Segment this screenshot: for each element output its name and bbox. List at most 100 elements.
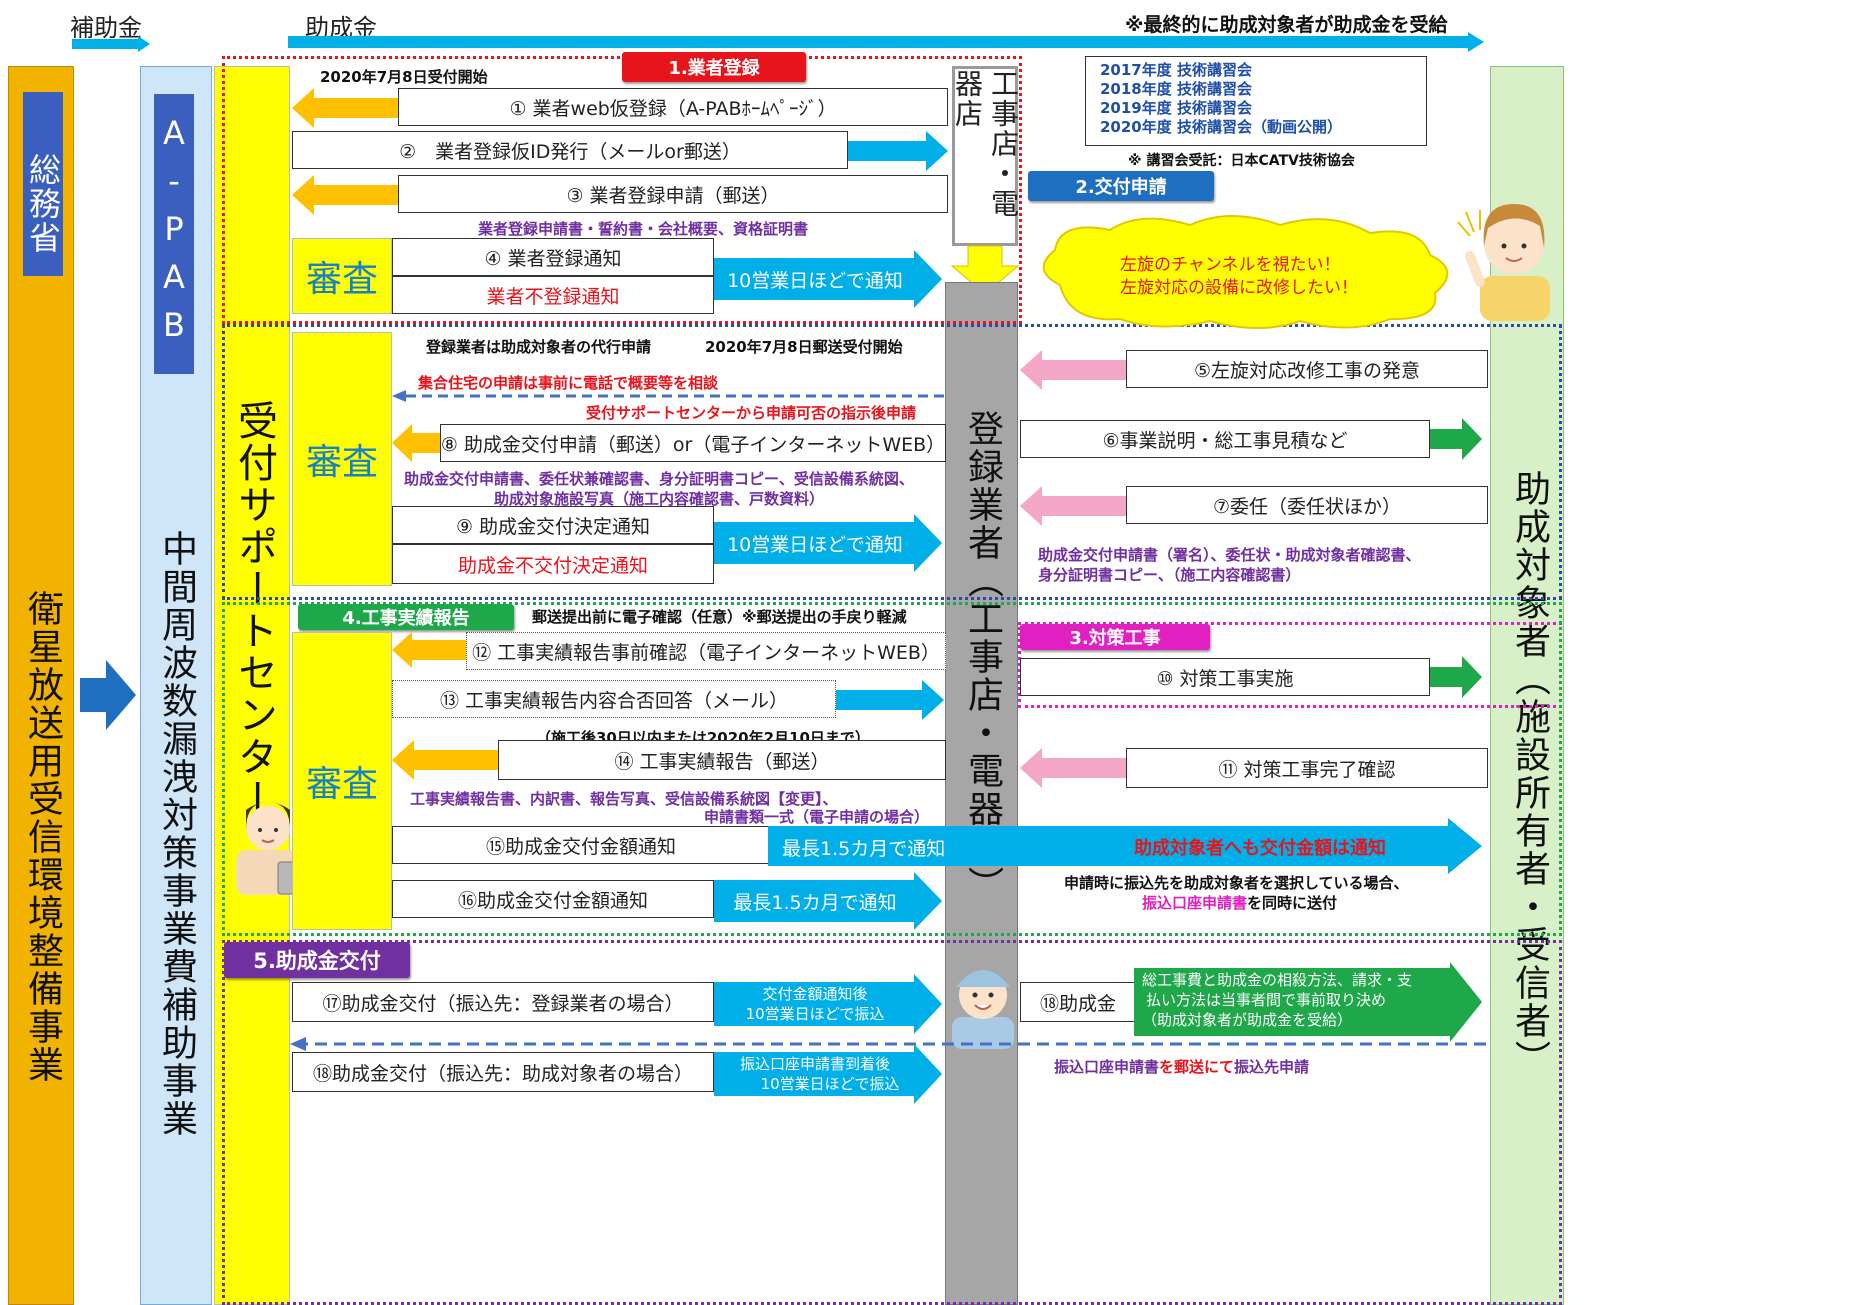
ministry-project: 衛星放送用受信環境整備事業 [22, 590, 63, 1084]
shinsa-2: 審査 [292, 332, 392, 586]
apab-letters: A-PAB [155, 114, 193, 354]
step13-box: ⑬ 工事実績報告内容合否回答（メール） [392, 680, 836, 718]
consult-note: 集合住宅の申請は事前に電話で概要等を相談 [418, 374, 719, 392]
step11-box: ⑪ 対策工事完了確認 [1126, 748, 1488, 788]
section5-border [222, 940, 1562, 1305]
proxy-note: 登録業者は助成対象者の代行申請 [426, 338, 652, 356]
step4-ng-box: 業者不登録通知 [392, 276, 714, 314]
subsidy-label: 補助金 [70, 14, 142, 42]
transfer-red-c: 振込先申請 [1234, 1058, 1310, 1076]
recipient-avatar [1457, 204, 1550, 321]
consult-dashed-arrow [392, 390, 944, 402]
grant-arrow [288, 32, 1484, 52]
seminar-line: 2019年度 技術講習会 [1100, 99, 1252, 117]
bubble-line1: 左旋のチャンネルを視たい！ [1120, 255, 1341, 275]
arrow-step2 [848, 131, 948, 171]
seminar-note: ※ 講習会受託：日本CATV技術協会 [1128, 153, 1355, 169]
arrow-step9 [914, 514, 942, 572]
section1-tag: 1.業者登録 [622, 52, 806, 82]
transfer-note-red: 振込口座申請書 [1142, 894, 1248, 912]
section2-tag: 2.交付申請 [1028, 171, 1214, 201]
step18b-bar: 振込口座申請書到着後 10営業日ほどで振込 [714, 1052, 916, 1096]
step2-box: ② 業者登録仮ID発行（メールor郵送） [292, 131, 848, 169]
step18a-box: ⑱助成金 [1020, 982, 1136, 1022]
step9-notify-bar: 10営業日ほどで通知 [714, 522, 916, 564]
step14-box: ⑭ 工事実績報告（郵送） [498, 740, 946, 780]
seminar-box: 2017年度 技術講習会 2018年度 技術講習会 2019年度 技術講習会 2… [1085, 56, 1427, 146]
green-line3: （助成対象者が助成金を受給） [1142, 1011, 1353, 1029]
step17-box: ⑰助成金交付（振込先：登録業者の場合） [292, 982, 714, 1022]
step1-box: ① 業者web仮登録（A-PABﾎｰﾑﾍﾟｰｼﾞ） [398, 88, 948, 126]
thought-bubble [1042, 215, 1449, 329]
store-top-label: 工事店・電器店 [951, 69, 1020, 219]
store-down-arrow [950, 245, 1020, 295]
section3-tag: 3.対策工事 [1020, 624, 1210, 650]
arrow-step5 [1020, 350, 1128, 390]
step16-notify-bar: 最長1.5カ月で通知 [714, 880, 916, 922]
section4-border [222, 602, 1562, 936]
arrow-step4 [914, 250, 942, 308]
step16-box: ⑯助成金交付金額通知 [392, 880, 714, 918]
arrow-step15 [768, 818, 1482, 874]
step3-box: ③ 業者登録申請（郵送） [398, 175, 948, 213]
section5-tag: 5.助成金交付 [224, 942, 410, 978]
step9-box: ⑨ 助成金交付決定通知 [392, 506, 714, 544]
step12-box: ⑫ 工事実績報告事前確認（電子インターネットWEB） [466, 632, 946, 670]
registered-column [945, 282, 1018, 1305]
docs8-line1: 助成金交付申請書、委任状兼確認書、身分証明書コピー、受信設備系統図、 [404, 470, 914, 488]
arrow-step10 [1430, 656, 1482, 698]
apab-project: 中間周波数漏洩対策事業費補助事業 [156, 530, 197, 1138]
ministry-label: 総務省 [23, 92, 63, 276]
step18b-bar-line2: 10営業日ほどで振込 [760, 1075, 900, 1093]
docs7-line2: 身分証明書コピー、（施工内容確認書） [1038, 566, 1301, 584]
arrow-step3 [292, 175, 400, 215]
docs14-line1: 工事実績報告書、内訳書、報告写真、受信設備系統図【変更】、 [410, 790, 838, 808]
recipient-column [1490, 66, 1564, 1305]
arrow-green-18 [1134, 962, 1482, 1042]
seminar-line: 2018年度 技術講習会 [1100, 80, 1252, 98]
transfer-note-line1: 申請時に振込先を助成対象者を選択している場合、 [1064, 874, 1409, 892]
step4-notify-bar: 10営業日ほどで通知 [714, 258, 916, 300]
registered-label: 登録業者（工事店・電器店） [962, 410, 1003, 904]
support-column [214, 66, 290, 1305]
transfer-red-a: 振込口座申請書 [1054, 1058, 1160, 1076]
arrow-step17 [914, 974, 942, 1034]
step15-notify-red: 助成対象者へも交付金額は通知 [1134, 838, 1386, 859]
step8-box: ⑧ 助成金交付申請（郵送）or（電子インターネットWEB） [440, 424, 946, 462]
arrow-step8 [392, 424, 442, 462]
ministry-to-apab-arrow [80, 660, 136, 730]
arrow-step6 [1430, 418, 1482, 460]
transfer-red-b: を郵送にて [1159, 1058, 1235, 1076]
step4-box: ④ 業者登録通知 [392, 238, 714, 276]
worker-avatar [952, 970, 1014, 1049]
transfer-note-rest: を同時に送付 [1247, 894, 1338, 912]
docs8-line2: 助成対象施設写真（施工内容確認書、戸数資料） [494, 490, 825, 508]
green-line1: 総工事費と助成金の相殺方法、請求・支 [1142, 971, 1413, 989]
arrow-step12 [392, 632, 466, 668]
step5-box: ⑤左旋対応改修工事の発意 [1126, 350, 1488, 388]
final-note: ※最終的に助成対象者が助成金を受給 [1125, 14, 1448, 36]
arrow-step13 [836, 680, 944, 720]
step6-box: ⑥事業説明・総工事見積など [1020, 420, 1430, 458]
seminar-line: 2020年度 技術講習会（動画公開） [1100, 118, 1342, 136]
store-top-box: 工事店・電器店 [951, 66, 1020, 246]
report-pre-note: 郵送提出前に電子確認（任意）※郵送提出の手戻り軽減 [532, 608, 907, 626]
registration-docs: 業者登録申請書・誓約書・会社概要、資格証明書 [478, 220, 809, 238]
green-line2: 払い方法は当事者間で事前取り決め [1146, 991, 1387, 1009]
recipient-label: 助成対象者（施設所有者・受信者） [1509, 470, 1550, 1078]
shinsa-3: 審査 [292, 632, 392, 930]
arrow-step14 [392, 740, 500, 780]
step17-bar-line2: 10営業日ほどで振込 [745, 1005, 885, 1023]
support-center-label: 受付サポートセンター [231, 400, 277, 820]
step15-notify: 最長1.5カ月で通知 [782, 838, 946, 860]
subsidy-arrow [72, 36, 150, 52]
transfer-dashed-arrow [290, 1037, 1486, 1051]
green-note: 総工事費と助成金の相殺方法、請求・支 払い方法は当事者間で事前取り決め （助成対… [1142, 970, 1412, 1030]
transfer-red-note: 振込口座申請書を郵送にて振込先申請 [1054, 1056, 1309, 1077]
section4-tag: 4.工事実績報告 [298, 604, 514, 630]
seminar-line: 2017年度 技術講習会 [1100, 61, 1252, 79]
bubble-line2: 左旋対応の設備に改修したい！ [1120, 278, 1358, 298]
step18b-bar-line1: 振込口座申請書到着後 [739, 1055, 890, 1073]
step15-box: ⑮助成金交付金額通知 [392, 826, 770, 864]
apab-label: A-PAB [154, 94, 194, 374]
